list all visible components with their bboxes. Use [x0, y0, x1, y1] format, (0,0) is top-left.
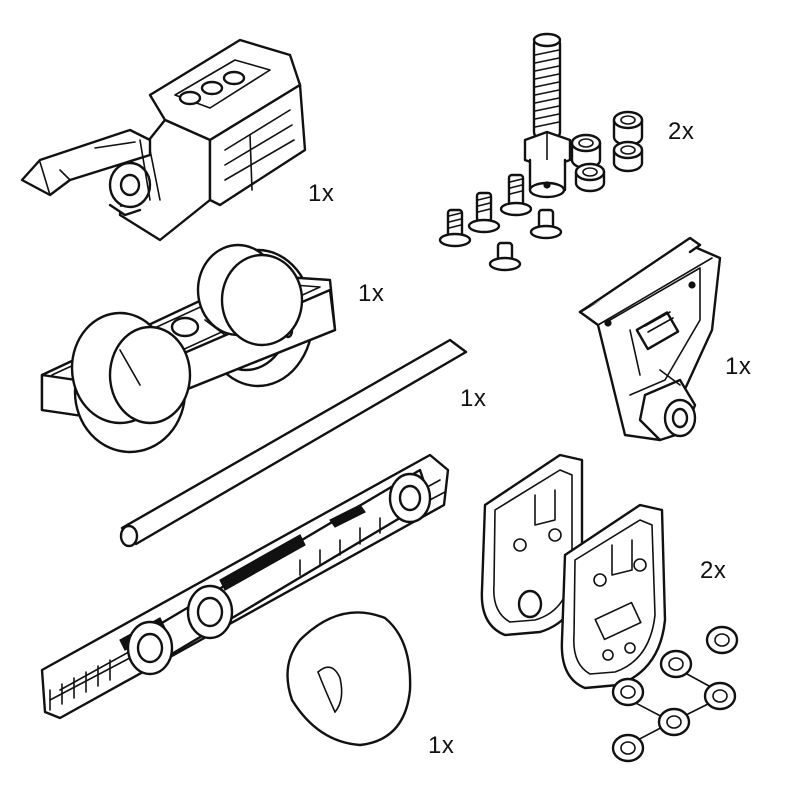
quantity-label-roller-trolley: 1x [358, 280, 385, 307]
quantity-label-hanger-bracket: 1x [725, 353, 752, 380]
threaded-bolt-set [438, 32, 644, 272]
hanger-bracket [578, 236, 722, 442]
clamp-plates [480, 453, 739, 763]
rubber-stopper [286, 611, 412, 747]
carriage-housing [20, 38, 307, 242]
roller-trolley [40, 243, 337, 454]
quantity-label-carriage-housing: 1x [308, 180, 335, 207]
guide-rod [119, 338, 468, 548]
quantity-label-guide-rod: 1x [460, 385, 487, 412]
quantity-label-clamp-plates: 2x [700, 557, 727, 584]
damper-mechanism [40, 453, 450, 720]
quantity-label-rubber-stopper: 1x [428, 732, 455, 759]
quantity-label-threaded-bolt-set: 2x [668, 118, 695, 145]
